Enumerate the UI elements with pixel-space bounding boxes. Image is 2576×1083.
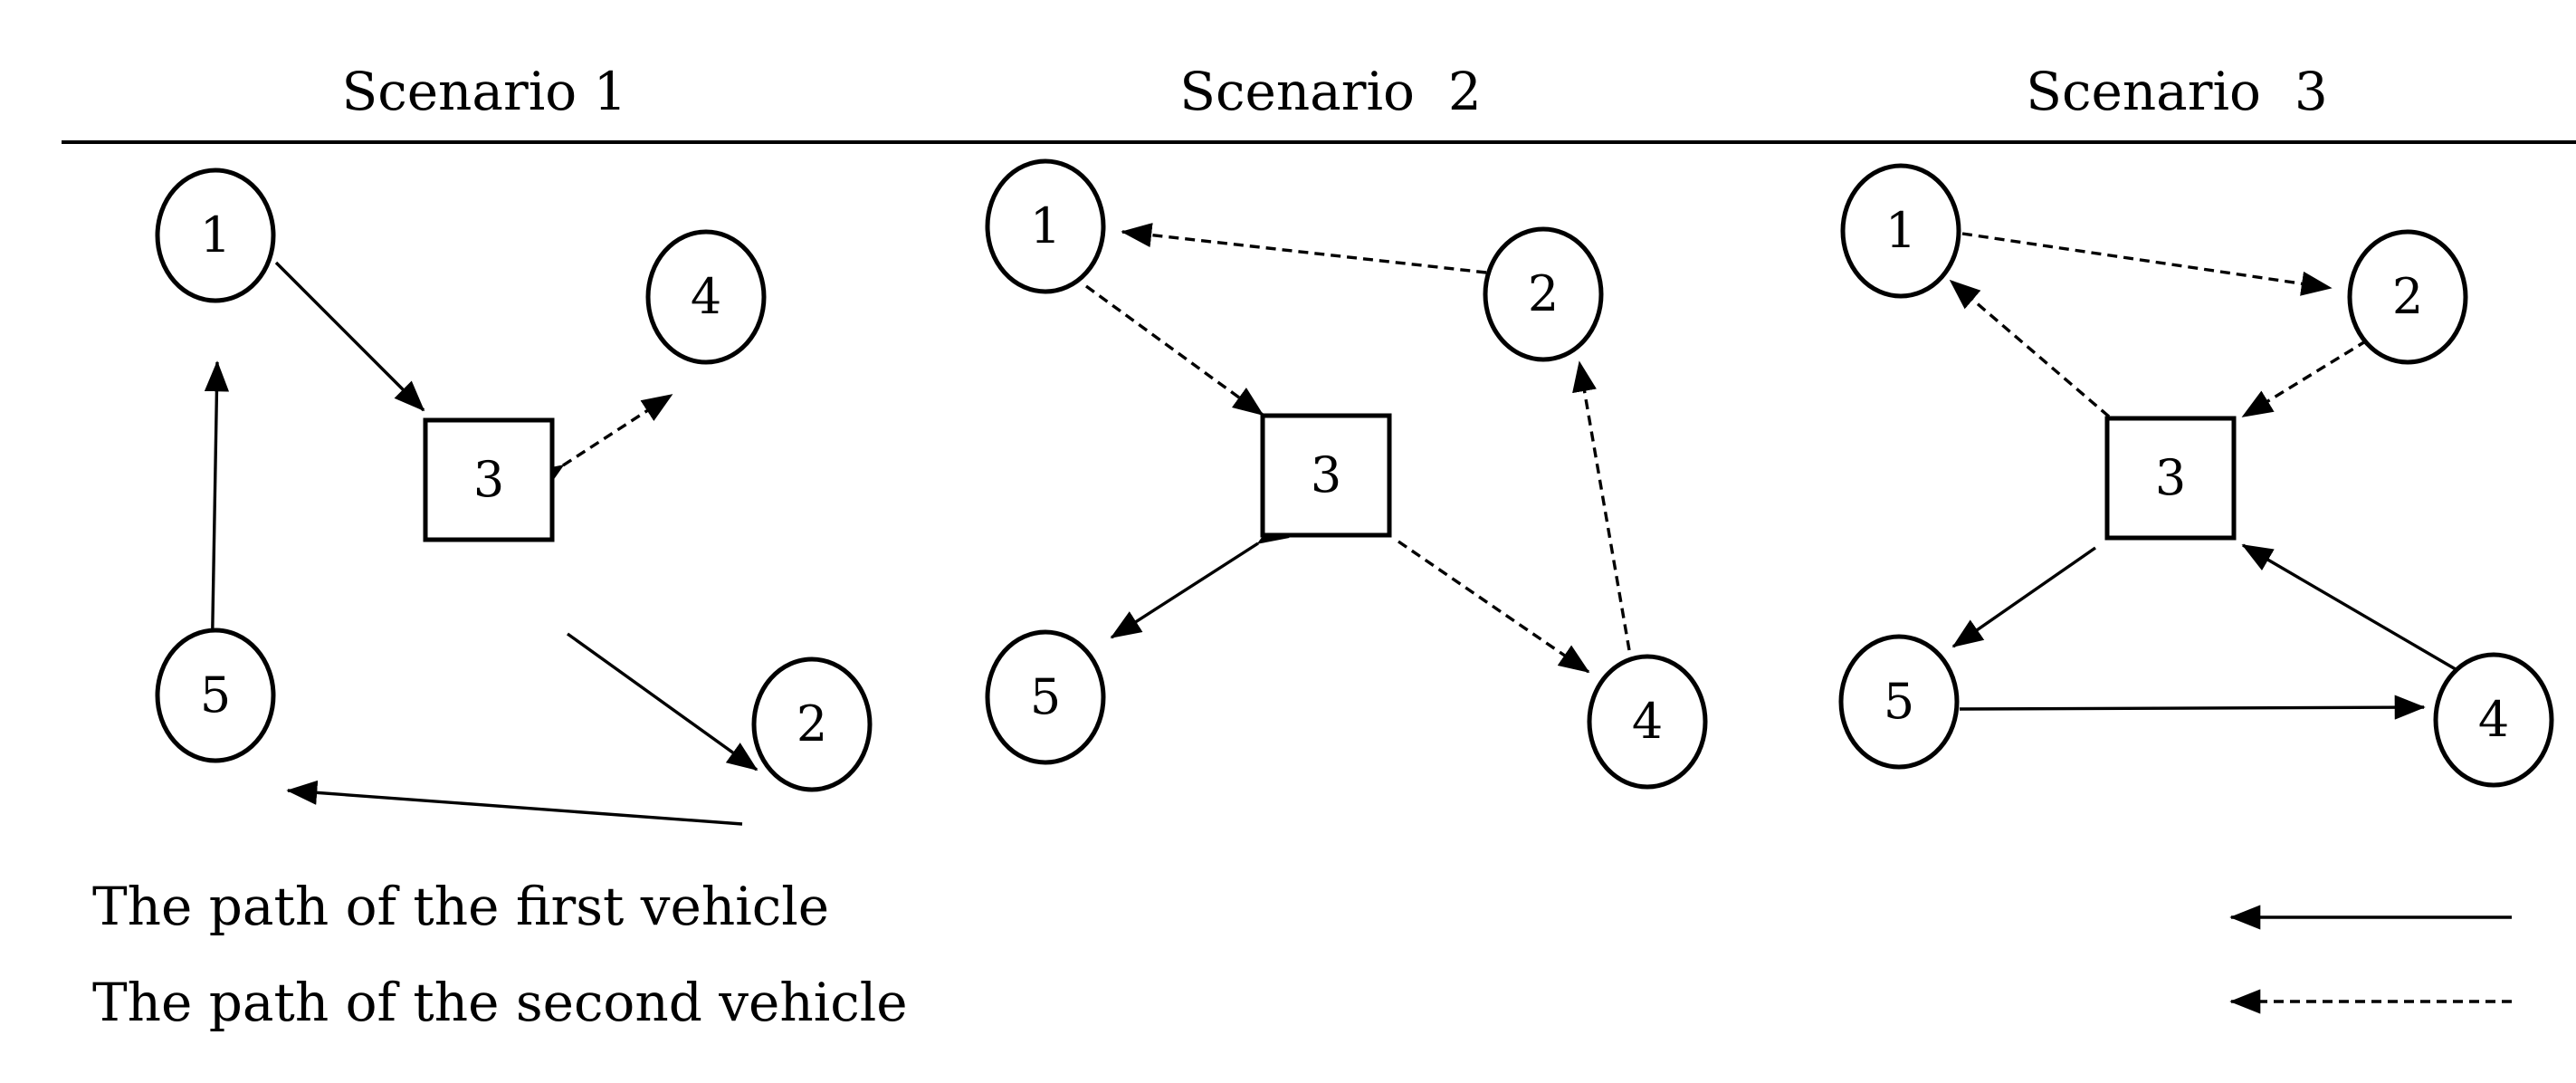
s1-node-4: 4 [645, 229, 767, 365]
s3-node-3: 3 [2104, 416, 2237, 541]
s2-node-4: 4 [1587, 654, 1708, 790]
s3-node-4-label: 4 [2478, 691, 2509, 748]
s2-edge-2-to-1 [1121, 223, 1503, 276]
s1-edge-3-to-2 [567, 632, 758, 772]
s2-node-5-label: 5 [1030, 668, 1061, 725]
s1-edge-3-to-4 [531, 393, 673, 493]
s2-edge-3-to-5 [1110, 517, 1290, 639]
s1-edge-1-to-3 [274, 261, 425, 412]
s3-edge-3-to-5 [1951, 546, 2096, 648]
s3-node-1-label: 1 [1885, 202, 1916, 259]
s3-node-2-label: 2 [2392, 268, 2423, 325]
s3-edge-5-to-4 [1959, 695, 2426, 720]
s3-edge-4-to-3 [2241, 543, 2461, 674]
s3-node-4: 4 [2433, 652, 2554, 788]
s3-node-2: 2 [2347, 229, 2468, 365]
s3-node-1: 1 [1840, 163, 1961, 299]
legend-first-vehicle-label: The path of the first vehicle [92, 876, 830, 937]
s1-node-4-label: 4 [691, 268, 721, 325]
s3-node-3-label: 3 [2155, 449, 2186, 506]
s2-edge-1-to-3 [1084, 284, 1264, 417]
s1-node-5: 5 [155, 628, 276, 763]
s3-node-5-label: 5 [1884, 673, 1914, 730]
scenario-2-title: Scenario 2 [1179, 61, 1482, 122]
s1-node-1-label: 1 [200, 206, 231, 264]
s2-node-3: 3 [1260, 413, 1392, 538]
s2-node-1: 1 [985, 158, 1106, 294]
s1-node-1: 1 [155, 168, 276, 303]
s2-node-2: 2 [1483, 226, 1604, 362]
s1-node-2: 2 [751, 657, 873, 792]
s2-edge-4-to-2 [1572, 360, 1631, 651]
s1-node-5-label: 5 [200, 666, 231, 724]
s2-node-2-label: 2 [1528, 265, 1559, 322]
s3-edge-1-to-2 [1961, 232, 2333, 296]
header-rule [62, 140, 2576, 144]
s2-node-1-label: 1 [1030, 197, 1061, 254]
s1-edge-5-to-1 [204, 360, 230, 671]
s2-node-3-label: 3 [1311, 446, 1341, 503]
scenario-1-title: Scenario 1 [341, 61, 627, 122]
s2-edge-3-to-4 [1398, 540, 1590, 674]
s1-node-3: 3 [423, 417, 555, 542]
s3-edge-2-to-3 [2241, 339, 2368, 418]
s1-edge-2-to-5 [286, 780, 743, 826]
s1-node-3-label: 3 [473, 451, 504, 508]
s1-node-2-label: 2 [797, 695, 827, 752]
s2-node-4-label: 4 [1632, 693, 1663, 750]
legend-second-vehicle-label: The path of the second vehicle [92, 972, 908, 1033]
s3-node-5: 5 [1838, 634, 1960, 770]
s2-node-5: 5 [985, 629, 1106, 765]
s3-edge-3-to-1 [1949, 279, 2111, 418]
scenario-3-title: Scenario 3 [2026, 61, 2328, 122]
